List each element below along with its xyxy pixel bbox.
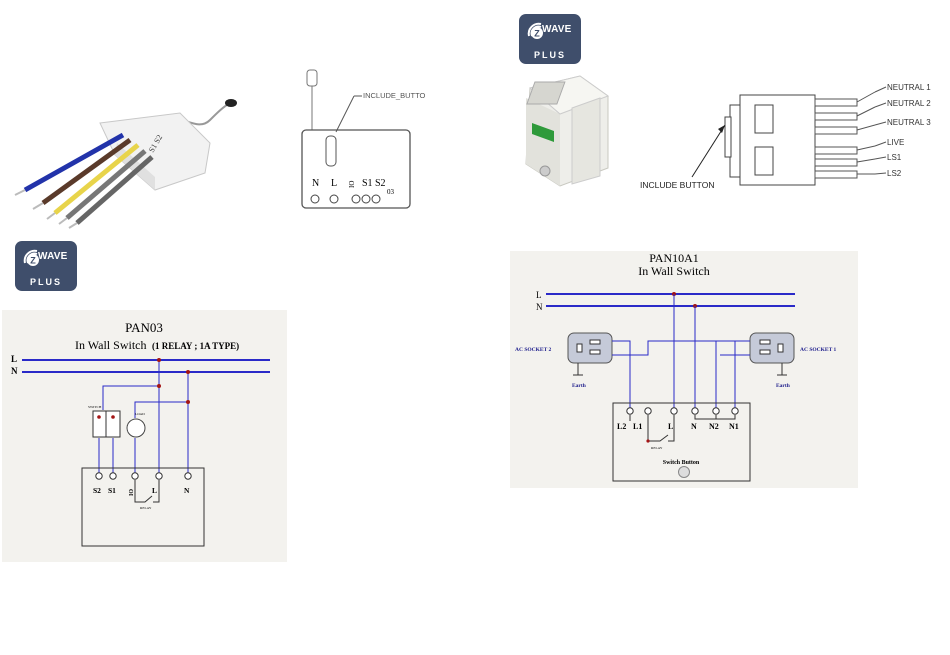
- term-label-io: IO: [348, 181, 356, 188]
- pan10-socket-right: [750, 333, 794, 363]
- pan03-term-l: L: [152, 486, 157, 495]
- pan10-socket-right-label: AC SOCKET 1: [800, 347, 837, 353]
- pan03-subtitle-note: (1 RELAY ; 1A TYPE): [152, 341, 239, 351]
- pan10-switch-button: [679, 467, 690, 478]
- pan03-subtitle: In Wall Switch: [75, 338, 146, 352]
- pan03-term-s1: S1: [108, 486, 116, 495]
- term-label-l: L: [331, 178, 337, 189]
- pan10-title: PAN10A1: [649, 251, 699, 265]
- pan10-button-label: Switch Button: [663, 460, 700, 466]
- include-button-label: INCLUDE_BUTTON: [363, 91, 426, 100]
- pan03-switch-label: SWITCH: [88, 405, 102, 409]
- pan03-term-n: N: [184, 486, 190, 495]
- pan10-side-view: NEUTRAL 1 NEUTRAL 2 NEUTRAL 3 LIVE LS1 L…: [630, 55, 940, 200]
- version-label: 03: [387, 188, 395, 196]
- pan10-term-n: N: [691, 422, 697, 431]
- term-label-n: N: [312, 178, 319, 189]
- pan10-relay-contact: [648, 415, 668, 441]
- pan03-device-outline: INCLUDE_BUTTON N L IO S1 S2 03: [296, 62, 426, 212]
- zwave-plus-text: PLUS: [519, 50, 581, 60]
- include-button-arrow: [692, 125, 725, 177]
- zwave-plus-logo-left: Z WAVE PLUS: [15, 241, 77, 291]
- connector-body: [740, 95, 815, 185]
- pan10-term-n1: N1: [729, 422, 739, 431]
- pan03-wiring-diagram: PAN03 In Wall Switch (1 RELAY ; 1A TYPE)…: [2, 310, 287, 562]
- wire-label-ls1: LS1: [887, 153, 902, 162]
- pan03-term-s2: S2: [93, 486, 101, 495]
- pan10-line-l-label: L: [536, 290, 542, 300]
- pan03-load-symbol: [127, 419, 145, 437]
- pan03-relay-label: RELAY: [140, 506, 152, 510]
- pan10-subtitle: In Wall Switch: [638, 264, 709, 278]
- pan03-term-io: IO: [129, 489, 135, 496]
- wire-label-neutral-1: NEUTRAL 1: [887, 83, 931, 92]
- pan03-title: PAN03: [125, 320, 163, 335]
- pan10-term-l1: L1: [633, 422, 642, 431]
- pan10-term-n2: N2: [709, 422, 719, 431]
- zwave-plus-logo-right: Z WAVE PLUS: [519, 14, 581, 64]
- wire-label-neutral-2: NEUTRAL 2: [887, 99, 931, 108]
- pan03-device-photo: S1 S2: [5, 95, 240, 230]
- pan10-wiring-panel: PAN10A1 In Wall Switch L N AC SOCKET 2 A…: [510, 251, 858, 488]
- pan10-term-l: L: [668, 422, 673, 431]
- pan10-device-photo: [510, 68, 625, 193]
- pan10-earth-left: Earth: [572, 383, 586, 389]
- wire-label-ls2: LS2: [887, 169, 902, 178]
- module-side: [572, 98, 600, 184]
- svg-text:Z: Z: [534, 29, 540, 39]
- pan03-relay-contact: [135, 480, 152, 502]
- include-leader: [336, 96, 354, 132]
- pan10-socket-left: [568, 333, 612, 363]
- wire-label-neutral-3: NEUTRAL 3: [887, 118, 931, 127]
- antenna-tip: [225, 99, 237, 107]
- antenna-cap: [307, 70, 317, 86]
- pan10-term-l2: L2: [617, 422, 626, 431]
- pan10-earth-right: Earth: [776, 383, 790, 389]
- include-button-shape: [326, 136, 336, 166]
- pan10-socket-left-label: AC SOCKET 2: [515, 347, 552, 353]
- pan10-line-n-label: N: [536, 302, 543, 312]
- zwave-brand-text: WAVE: [542, 24, 572, 35]
- pan03-line-n-label: N: [11, 366, 18, 376]
- pan03-wiring-panel: PAN03 In Wall Switch (1 RELAY ; 1A TYPE)…: [2, 310, 287, 562]
- include-button-label: INCLUDE BUTTON: [640, 180, 714, 190]
- term-label-s1: S1: [362, 178, 373, 189]
- svg-text:Z: Z: [30, 256, 36, 266]
- wire-label-live: LIVE: [887, 138, 904, 147]
- pan10-wiring-diagram: PAN10A1 In Wall Switch L N AC SOCKET 2 A…: [510, 251, 858, 488]
- pan03-load-label: LOAD: [135, 412, 145, 416]
- pan10-relay-label: RELAY: [651, 446, 663, 450]
- pan03-line-l-label: L: [11, 354, 17, 364]
- term-label-s2: S2: [375, 178, 386, 189]
- zwave-brand-text: WAVE: [38, 251, 68, 262]
- zwave-plus-text: PLUS: [15, 277, 77, 287]
- include-button-knob: [540, 166, 550, 176]
